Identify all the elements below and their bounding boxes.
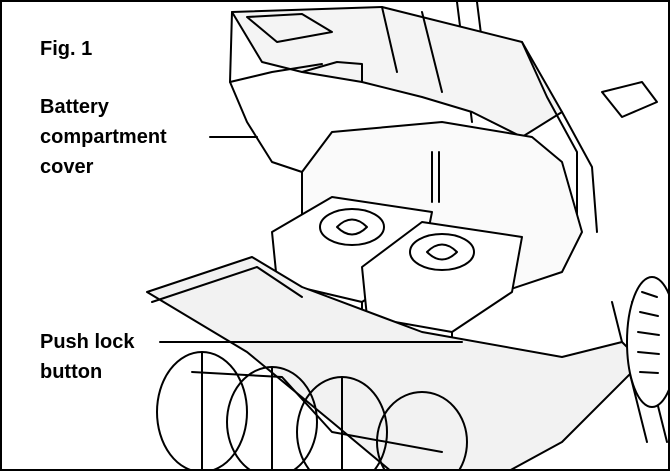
push-lock-button-label: Push lock button [40, 327, 134, 387]
battery-compartment-cover-label: Battery compartment cover [40, 92, 167, 182]
figure-title: Fig. 1 [40, 38, 93, 60]
callout-line: button [40, 361, 103, 383]
wheel-right [626, 276, 668, 408]
leader-lines [159, 136, 463, 343]
auger-assembly [156, 351, 468, 469]
callout-line: compartment [40, 126, 167, 148]
callout-line: Push lock [40, 331, 135, 353]
battery-compartment-cover [229, 6, 598, 233]
callout-line: Battery [40, 96, 109, 118]
callout-line: cover [40, 156, 94, 178]
